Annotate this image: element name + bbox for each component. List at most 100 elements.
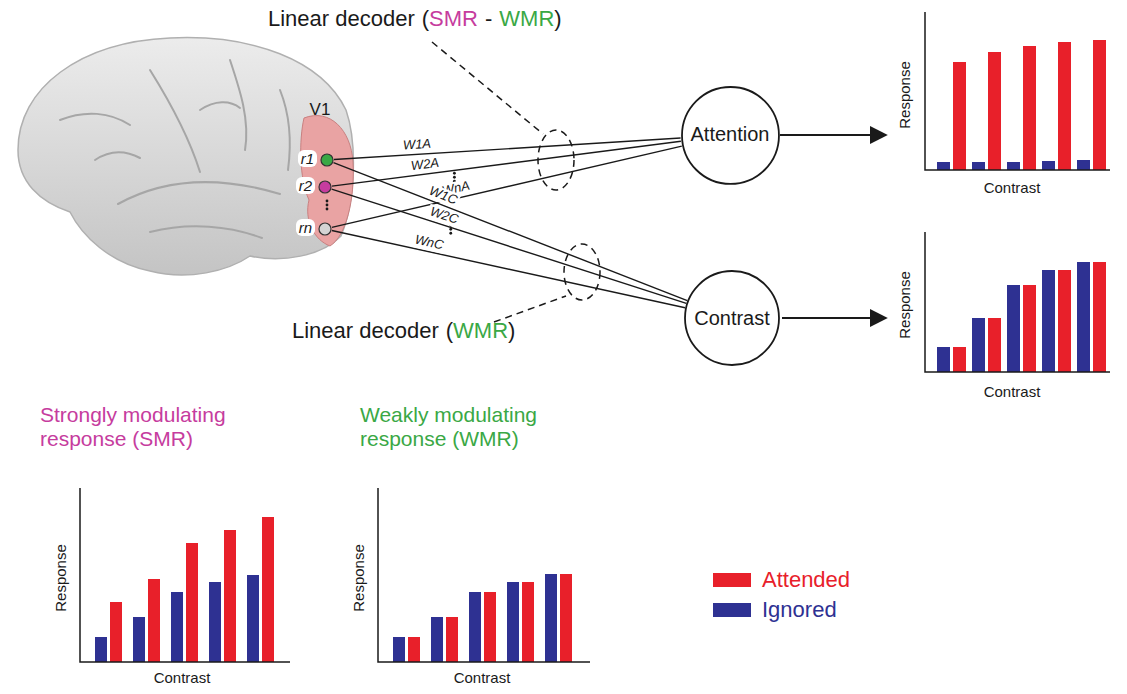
- weight-connection: [334, 138, 681, 160]
- decoder-caption-part: (: [446, 318, 453, 343]
- legend-swatch: [713, 603, 751, 617]
- attended-bar: [1093, 40, 1106, 170]
- ignored-bar: [133, 617, 145, 662]
- axis-label: Contrast: [154, 669, 211, 686]
- illustration-part: [18, 38, 353, 275]
- bar-chart: [925, 12, 1110, 170]
- neuron-dot: r2: [318, 180, 332, 194]
- illustration-part: [538, 130, 574, 190]
- bar-chart: [80, 488, 290, 662]
- ignored-bar: [469, 592, 481, 662]
- attended-bar: [522, 582, 534, 662]
- decoder-caption: Linear decoder(SMR-WMR): [268, 6, 562, 31]
- bar-charts: [80, 12, 1110, 662]
- weight-label: W2A: [408, 156, 442, 175]
- neuron-label: r1: [298, 150, 317, 167]
- ignored-bar: [171, 592, 183, 662]
- ignored-bar: [972, 318, 985, 372]
- ignored-bar: [1007, 285, 1020, 372]
- neuron-label: r2: [296, 177, 315, 194]
- decoder-circle-shape: [685, 271, 779, 365]
- decoder-caption: Linear decoder (WMR): [292, 318, 515, 343]
- legend-text: Ignored: [762, 597, 837, 622]
- attended-bar: [110, 602, 122, 662]
- ignored-bar: [1007, 162, 1020, 170]
- chart-axes: [925, 12, 1110, 170]
- decoder-circle: Contrast: [684, 270, 780, 366]
- decoder-caption-part: Linear decoder: [268, 6, 415, 31]
- axis-label: Contrast: [454, 669, 511, 686]
- decoder-caption-part: (: [422, 6, 429, 31]
- weight-label: W1A: [400, 137, 433, 154]
- axis-label: Response: [52, 544, 69, 612]
- chart-axes: [925, 232, 1110, 372]
- attended-bar: [1058, 270, 1071, 372]
- axis-label: Contrast: [984, 383, 1041, 400]
- illustration-part: [150, 70, 200, 172]
- illustration-part: [118, 182, 280, 204]
- neuron-label: rn: [296, 219, 315, 236]
- attended-bar: [1023, 46, 1036, 170]
- attended-bar: [186, 543, 198, 662]
- illustration-part: [95, 152, 140, 160]
- ignored-bar: [972, 162, 985, 170]
- output-arrows: [780, 135, 886, 318]
- weight-connection: [334, 163, 688, 301]
- attended-bar: [988, 318, 1001, 372]
- decoder-caption-part: WMR: [453, 318, 508, 343]
- ignored-bar: [1042, 270, 1055, 372]
- attended-bar: [224, 530, 236, 662]
- illustration-part: [60, 60, 290, 238]
- illustration-part: [230, 60, 246, 150]
- attended-bar: [560, 574, 572, 662]
- weight-label: WnC: [411, 232, 446, 254]
- weight-connection: [332, 230, 685, 307]
- ignored-bar: [247, 575, 259, 662]
- ignored-bar: [937, 347, 950, 372]
- neuron-dot-shape: [319, 223, 331, 235]
- attended-bar: [1093, 262, 1106, 372]
- attended-bar: [953, 62, 966, 170]
- illustration-part: [564, 244, 600, 300]
- bar-chart: [378, 488, 590, 662]
- attended-bar: [408, 637, 420, 662]
- decoder-caption-part: -: [485, 6, 492, 31]
- attended-bar: [1058, 42, 1071, 170]
- attended-bar: [262, 517, 274, 662]
- decoder-name: Contrast: [694, 307, 770, 330]
- illustration-part: [150, 226, 262, 238]
- node-outline: [318, 180, 332, 194]
- area-label: V1: [310, 100, 331, 120]
- illustration-part: [280, 90, 290, 170]
- neuron-dot: r1: [320, 153, 334, 167]
- attended-bar: [484, 592, 496, 662]
- panel-title: Strongly modulating response (SMR): [40, 403, 272, 451]
- ignored-bar: [937, 162, 950, 170]
- brain-illustration: [18, 38, 353, 275]
- decoder-caption-part: ): [508, 318, 515, 343]
- ellipsis-dot: [449, 232, 452, 235]
- attended-bar: [988, 52, 1001, 170]
- ignored-bar: [1077, 262, 1090, 372]
- ellipsis-dot: [453, 176, 456, 179]
- attended-bar: [953, 347, 966, 372]
- illustration-part: [782, 317, 886, 319]
- ignored-bar: [393, 637, 405, 662]
- axis-label: Response: [350, 544, 367, 612]
- attended-bar: [1023, 285, 1036, 372]
- weight-connection: [332, 189, 687, 303]
- legend-swatch: [713, 573, 751, 587]
- neuron-dot-shape: [321, 154, 333, 166]
- node-outline: [320, 153, 334, 167]
- attended-bar: [148, 579, 160, 662]
- decoder-caption-part: ): [554, 6, 561, 31]
- ignored-bar: [209, 582, 221, 662]
- weight-connection: [332, 146, 682, 227]
- illustration-part: [432, 42, 543, 134]
- ignored-bar: [95, 637, 107, 662]
- decoder-caption-part: WMR: [499, 6, 554, 31]
- decoder-caption-part: Linear decoder: [292, 318, 439, 343]
- dashed-callouts: [432, 42, 600, 322]
- neuron-dot: rn: [318, 222, 332, 236]
- node-outline: [318, 222, 332, 236]
